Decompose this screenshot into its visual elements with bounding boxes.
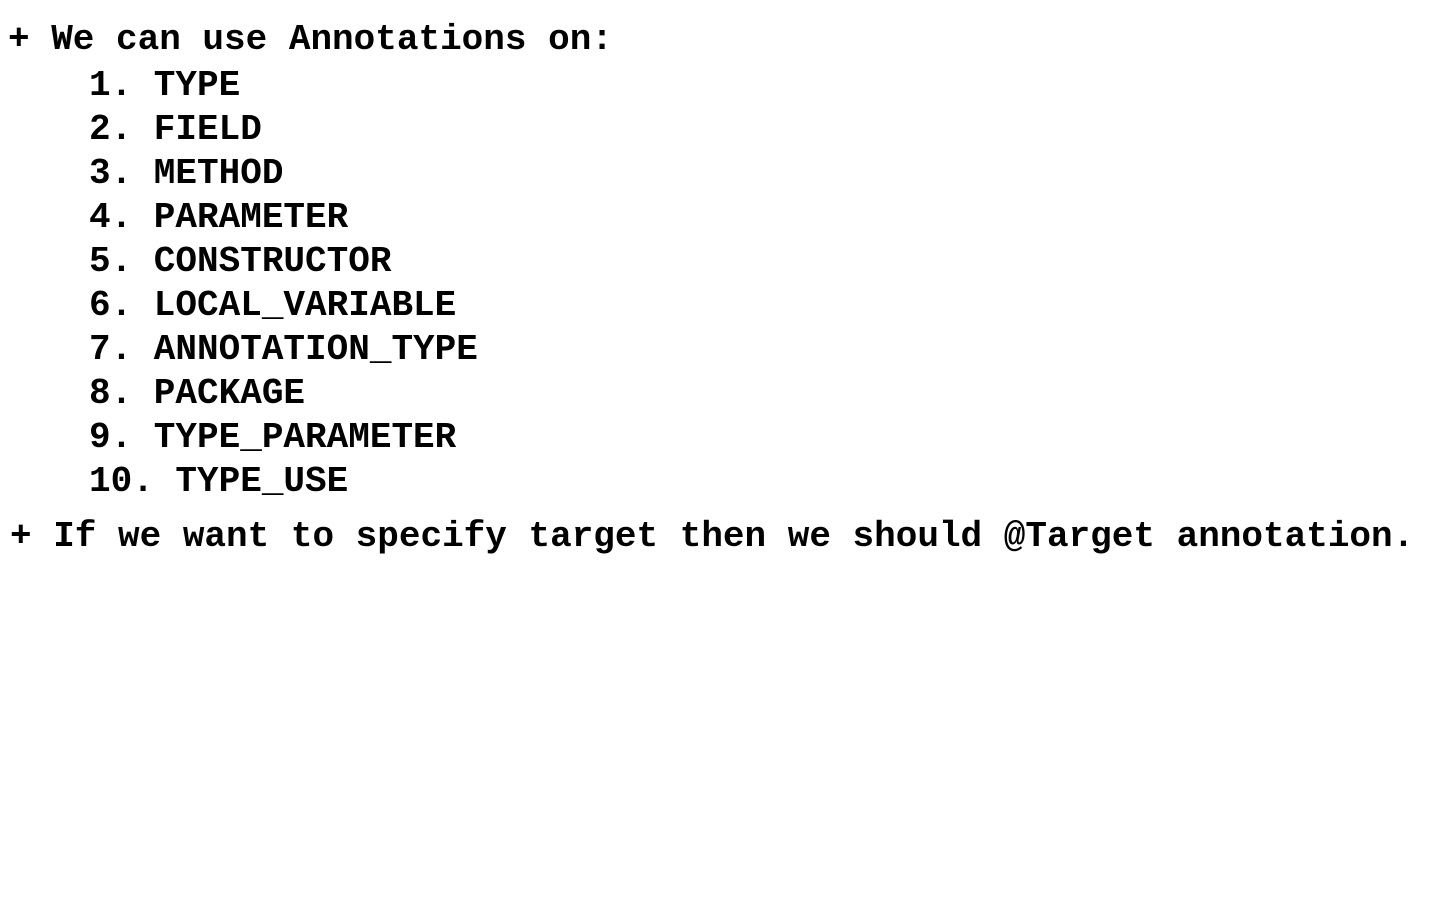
list-item: 1. TYPE — [89, 65, 241, 106]
list-item: 6. LOCAL_VARIABLE — [89, 285, 457, 326]
list-item: 2. FIELD — [89, 109, 262, 150]
annotation-target-list: 1. TYPE 2. FIELD 3. METHOD 4. PARAMETER … — [89, 64, 478, 504]
heading-text: + We can use Annotations on: — [8, 19, 613, 60]
list-item: 5. CONSTRUCTOR — [89, 241, 392, 282]
list-item: 10. TYPE_USE — [89, 461, 349, 502]
list-item: 4. PARAMETER — [89, 197, 349, 238]
list-item: 8. PACKAGE — [89, 373, 306, 414]
footer-text: + If we want to specify target then we s… — [10, 516, 1415, 557]
list-item: 3. METHOD — [89, 153, 284, 194]
list-item: 7. ANNOTATION_TYPE — [89, 329, 478, 370]
list-item: 9. TYPE_PARAMETER — [89, 417, 457, 458]
